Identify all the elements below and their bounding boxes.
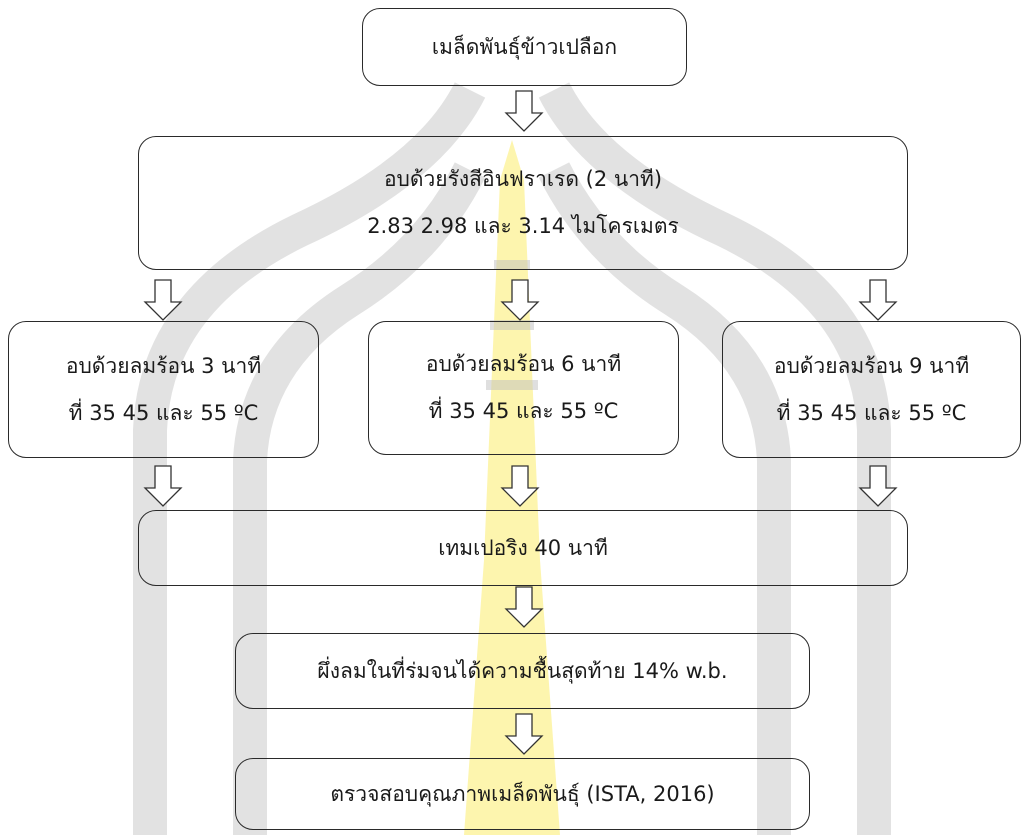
node-infrared-line-2: 2.83 2.98 และ 3.14 ไมโครเมตร xyxy=(367,214,679,238)
node-shade-dry-label: ผึ่งลมในที่ร่มจนได้ความชื้นสุดท้าย 14% w… xyxy=(317,658,728,683)
node-hotair-9-line-1: อบด้วยลมร้อน 9 นาที xyxy=(773,353,970,378)
node-hotair-6-line-1: อบด้วยลมร้อน 6 นาที xyxy=(425,352,622,376)
node-seed-label: เมล็ดพันธุ์ข้าวเปลือก xyxy=(431,34,618,59)
node-hotair-3: อบด้วยลมร้อน 3 นาที ที่ 35 45 และ 55 ºC xyxy=(8,321,319,458)
node-hotair-9-line-2: ที่ 35 45 และ 55 ºC xyxy=(776,400,967,425)
node-tempering-label: เทมเปอริง 40 นาที xyxy=(438,535,608,560)
node-shade-dry: ผึ่งลมในที่ร่มจนได้ความชื้นสุดท้าย 14% w… xyxy=(235,633,810,709)
node-tempering: เทมเปอริง 40 นาที xyxy=(138,510,908,586)
node-seed: เมล็ดพันธุ์ข้าวเปลือก xyxy=(362,8,687,86)
node-hotair-6: อบด้วยลมร้อน 6 นาที ที่ 35 45 และ 55 ºC xyxy=(368,321,679,455)
node-hotair-9: อบด้วยลมร้อน 9 นาที ที่ 35 45 และ 55 ºC xyxy=(722,321,1021,458)
node-infrared-line-1: อบด้วยรังสีอินฟราเรด (2 นาที) xyxy=(383,167,663,191)
node-hotair-3-line-1: อบด้วยลมร้อน 3 นาที xyxy=(65,353,262,378)
node-hotair-3-line-2: ที่ 35 45 และ 55 ºC xyxy=(68,400,259,425)
node-hotair-6-line-2: ที่ 35 45 และ 55 ºC xyxy=(428,399,619,423)
node-quality-label: ตรวจสอบคุณภาพเมล็ดพันธุ์ (ISTA, 2016) xyxy=(330,781,715,806)
node-quality: ตรวจสอบคุณภาพเมล็ดพันธุ์ (ISTA, 2016) xyxy=(235,758,810,830)
node-infrared: อบด้วยรังสีอินฟราเรด (2 นาที) 2.83 2.98 … xyxy=(138,136,908,270)
